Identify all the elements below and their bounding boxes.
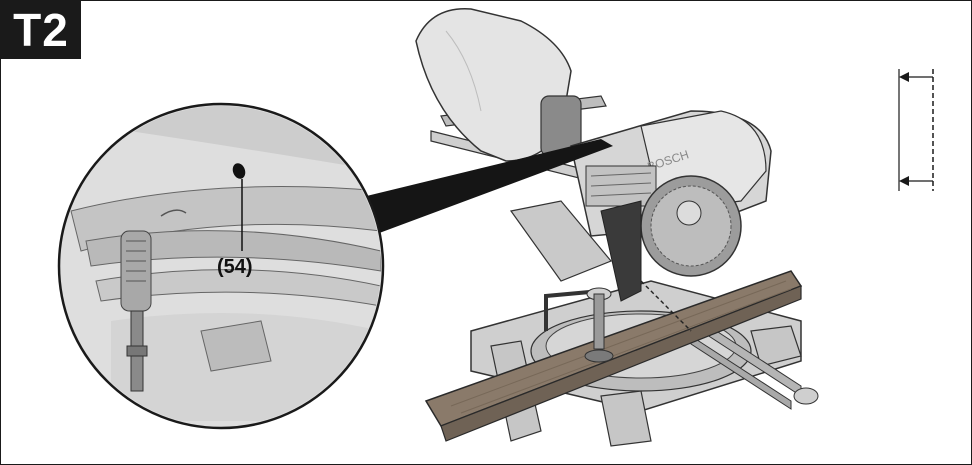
- dust-bag: [415, 8, 582, 162]
- wood-workpiece: [424, 270, 803, 442]
- zoom-cone: [331, 139, 613, 251]
- figure-badge: T2: [1, 1, 81, 59]
- extension-rails: [690, 320, 819, 410]
- saw-blade: [600, 175, 742, 302]
- callout-label: (54): [217, 256, 253, 278]
- cut-line-indicator-icon: [898, 69, 934, 191]
- workpiece-clamp: [544, 287, 614, 363]
